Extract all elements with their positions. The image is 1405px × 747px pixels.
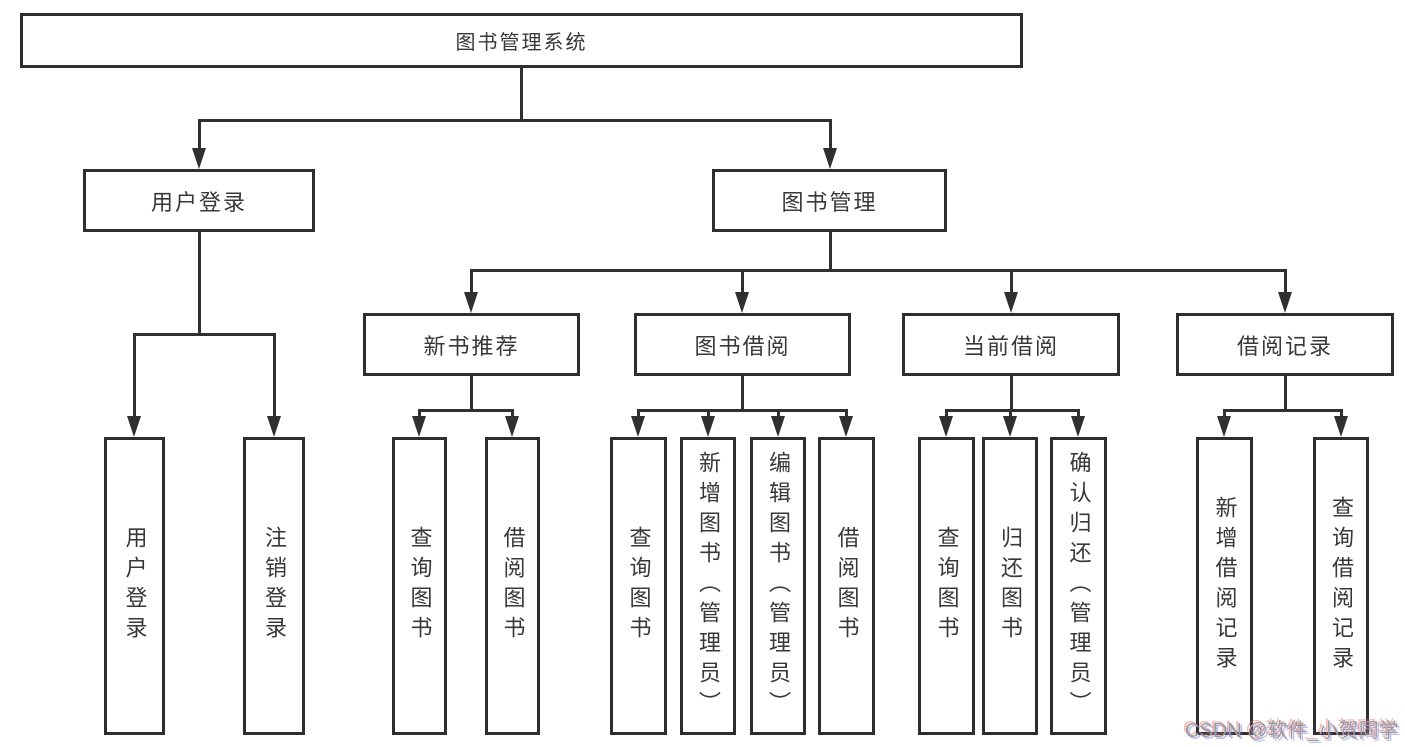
node-root: 图书管理系统 <box>20 13 1023 68</box>
connector-user-login-stem <box>198 232 201 336</box>
connector-current-borrow-bar <box>945 409 1079 412</box>
leaf-bb-query-books: 查询图书 <box>610 437 667 735</box>
connector-book-borrow-bar <box>637 409 848 412</box>
node-book-management: 图书管理 <box>712 169 947 232</box>
connector-book-borrow-stem <box>741 376 744 412</box>
arrowhead-rec-borrow <box>505 416 519 437</box>
connector-drop-current-borrow <box>1010 269 1013 295</box>
arrowhead-bb-add <box>701 416 715 437</box>
leaf-rec-borrow-books: 借阅图书 <box>485 437 540 735</box>
leaf-bb-edit-books-admin: 编辑图书（管理员） <box>750 437 806 735</box>
connector-drop-bb-borrow <box>845 409 848 419</box>
connector-new-book-recommend-stem <box>470 376 473 412</box>
watermark: CSDN @软件_小贺同学 <box>1185 720 1399 742</box>
connector-root-bar <box>198 119 832 122</box>
arrowhead-cb-confirm <box>1071 416 1085 437</box>
arrowhead-bb-borrow <box>839 416 853 437</box>
leaf-user-login: 用户登录 <box>104 437 165 735</box>
arrowhead-leaf-user-login <box>127 416 141 437</box>
leaf-logout: 注销登录 <box>243 437 305 735</box>
node-borrow-records: 借阅记录 <box>1176 313 1394 376</box>
leaf-bb-borrow-books: 借阅图书 <box>818 437 875 735</box>
leaf-br-add-record: 新增借阅记录 <box>1196 437 1253 735</box>
arrowhead-book-borrow <box>735 292 749 313</box>
node-current-borrow: 当前借阅 <box>902 313 1120 376</box>
arrowhead-bb-edit <box>771 416 785 437</box>
node-book-borrow: 图书借阅 <box>634 313 851 376</box>
node-new-book-recommend: 新书推荐 <box>363 313 580 376</box>
connector-user-login-bar <box>133 333 276 336</box>
connector-borrow-records-bar <box>1223 409 1343 412</box>
connector-drop-book-borrow <box>741 269 744 295</box>
connector-new-book-recommend-bar <box>418 409 514 412</box>
arrowhead-current-borrow <box>1004 292 1018 313</box>
leaf-rec-query-books: 查询图书 <box>392 437 447 735</box>
connector-drop-leaf-logout <box>273 333 276 417</box>
leaf-cb-confirm-return-admin: 确认归还（管理员） <box>1050 437 1107 735</box>
node-user-login: 用户登录 <box>83 169 315 232</box>
arrowhead-rec-query <box>412 416 426 437</box>
connector-current-borrow-stem <box>1010 376 1013 412</box>
arrowhead-cb-query <box>939 416 953 437</box>
connector-drop-bb-edit <box>777 409 780 419</box>
arrowhead-borrow-records <box>1278 292 1292 313</box>
connector-drop-rec-query <box>418 409 421 419</box>
arrowhead-cb-return <box>1003 416 1017 437</box>
arrowhead-book-management <box>823 148 837 169</box>
connector-drop-borrow-records <box>1284 269 1287 295</box>
connector-drop-book-management <box>829 119 832 151</box>
leaf-bb-add-books-admin: 新增图书（管理员） <box>680 437 736 735</box>
connector-drop-cb-confirm <box>1077 409 1080 419</box>
connector-drop-rec-borrow <box>511 409 514 419</box>
arrowhead-br-add <box>1217 416 1231 437</box>
connector-drop-user-login <box>198 119 201 151</box>
arrowhead-user-login <box>192 148 206 169</box>
arrowhead-br-query <box>1334 416 1348 437</box>
connector-drop-leaf-user-login <box>133 333 136 417</box>
connector-drop-cb-return <box>1009 409 1012 419</box>
leaf-cb-query-books: 查询图书 <box>918 437 975 735</box>
connector-drop-new-book-recommend <box>470 269 473 295</box>
connector-book-management-stem <box>829 232 832 272</box>
connector-root-stem <box>520 68 523 122</box>
arrowhead-leaf-logout <box>267 416 281 437</box>
connector-drop-br-add <box>1223 409 1226 419</box>
connector-drop-bb-add <box>707 409 710 419</box>
connector-borrow-records-stem <box>1284 376 1287 412</box>
connector-drop-cb-query <box>945 409 948 419</box>
connector-drop-br-query <box>1340 409 1343 419</box>
connector-drop-bb-query <box>637 409 640 419</box>
connector-book-management-bar <box>470 269 1287 272</box>
arrowhead-bb-query <box>631 416 645 437</box>
leaf-br-query-record: 查询借阅记录 <box>1313 437 1369 735</box>
leaf-cb-return-books: 归还图书 <box>982 437 1038 735</box>
arrowhead-new-book-recommend <box>464 292 478 313</box>
